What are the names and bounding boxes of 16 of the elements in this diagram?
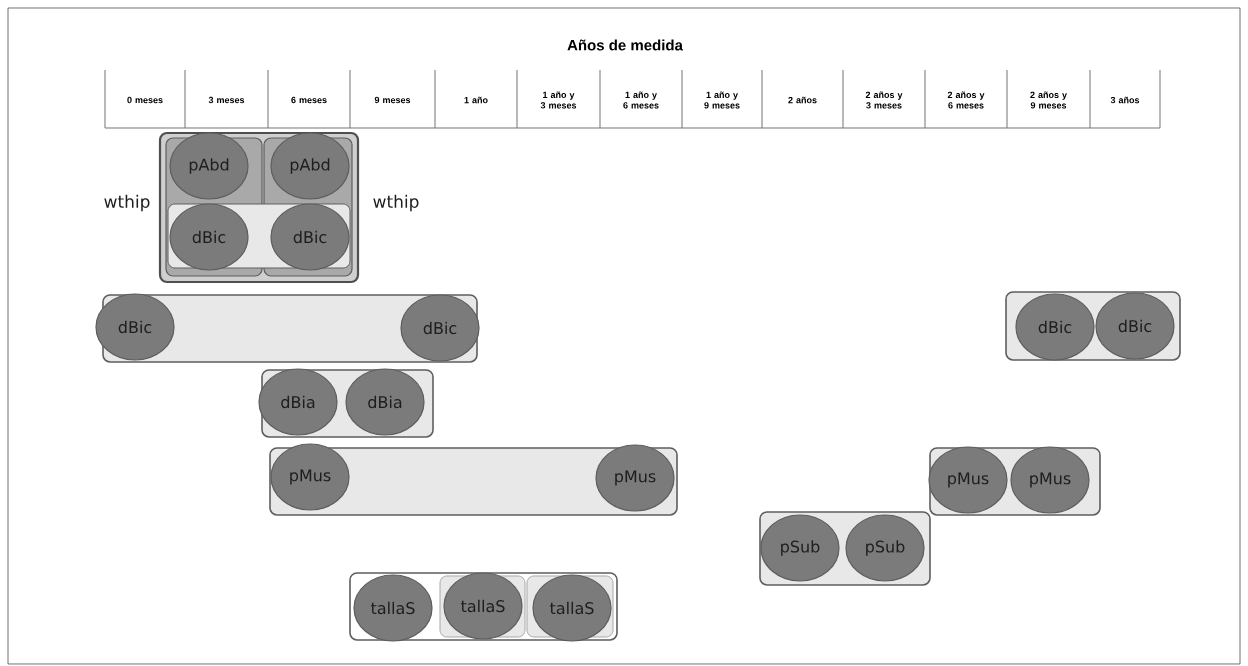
column-header: 2 años y 3 meses [865,91,903,109]
column-header: 2 años y 9 meses [1030,91,1067,109]
side-label: wthip [104,194,150,212]
column-header: 3 meses [208,96,245,104]
column-header: 1 año [464,96,488,104]
column-header: 1 año y 9 meses [704,91,740,109]
column-header: 0 meses [127,96,163,104]
side-label: wthip [373,194,419,212]
column-header: 6 meses [291,96,327,104]
title: Años de medida [567,39,683,51]
column-header: 2 años [788,96,817,104]
column-header: 1 año y 3 meses [540,91,577,109]
column-header: 2 años y 6 meses [947,91,985,109]
column-header: 3 años [1110,96,1140,104]
column-header: 9 meses [374,96,411,104]
column-header: 1 año y 6 meses [623,91,659,109]
